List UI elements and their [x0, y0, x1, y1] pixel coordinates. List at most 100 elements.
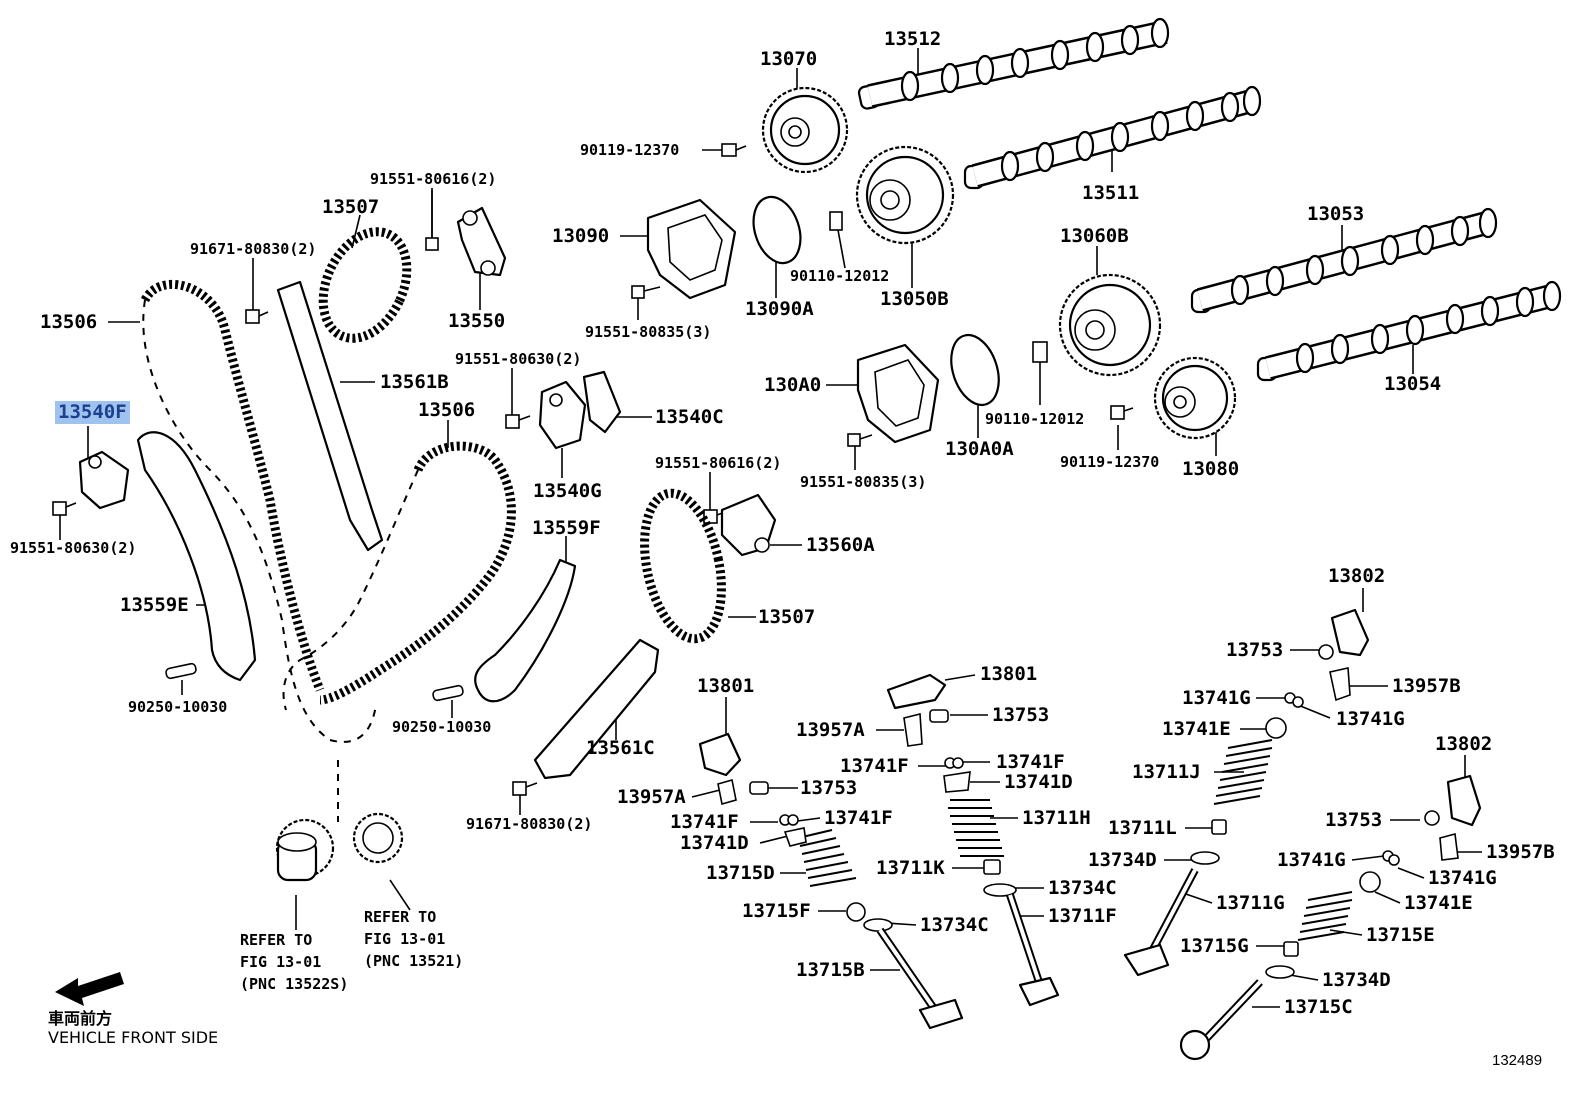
part-label-13802-b[interactable]: 13802: [1435, 733, 1493, 755]
part-label-13741g-a[interactable]: 13741G: [1182, 687, 1251, 709]
part-label-13715c[interactable]: 13715C: [1284, 996, 1353, 1018]
part-label-90250-10030-a[interactable]: 90250-10030: [128, 698, 228, 716]
part-label-13957b-b[interactable]: 13957B: [1486, 841, 1555, 863]
part-label-13050b[interactable]: 13050B: [880, 288, 949, 310]
vehicle-front-side-jp: 車両前方: [48, 1009, 113, 1028]
part-label-13511[interactable]: 13511: [1082, 182, 1140, 204]
part-label-130a0[interactable]: 130A0: [764, 374, 822, 396]
part-label-13715g[interactable]: 13715G: [1180, 935, 1249, 957]
vvt-gear-13080: [1153, 356, 1237, 440]
reference-line: FIG 13-01: [364, 929, 446, 948]
part-label-13802-a[interactable]: 13802: [1328, 565, 1386, 587]
part-label-13560a[interactable]: 13560A: [806, 534, 875, 556]
part-label-13753-d[interactable]: 13753: [1325, 809, 1383, 831]
part-label-90110-12012-a[interactable]: 90110-12012: [790, 267, 890, 285]
part-label-91671-80830-a[interactable]: 91671-80830(2): [190, 240, 317, 258]
part-label-90250-10030-b[interactable]: 90250-10030: [392, 718, 492, 736]
part-label-91551-80630-a[interactable]: 91551-80630(2): [455, 350, 582, 368]
part-label-13090[interactable]: 13090: [552, 225, 610, 247]
part-label-13715e[interactable]: 13715E: [1366, 924, 1435, 946]
part-label-13711f[interactable]: 13711F: [1048, 905, 1117, 927]
part-label-13711h[interactable]: 13711H: [1022, 807, 1091, 829]
part-label-13753-b[interactable]: 13753: [992, 704, 1050, 726]
part-label-13734c-b[interactable]: 13734C: [920, 914, 989, 936]
part-label-13741d-b[interactable]: 13741D: [680, 832, 749, 854]
part-label-13957a-b[interactable]: 13957A: [617, 786, 686, 808]
part-label-13711g[interactable]: 13711G: [1216, 892, 1285, 914]
part-label-13506-b[interactable]: 13506: [418, 399, 476, 421]
part-label-13734d-a[interactable]: 13734D: [1088, 849, 1157, 871]
part-label-13550[interactable]: 13550: [448, 310, 506, 332]
reference-note-13522s[interactable]: REFER TO FIG 13-01 (PNC 13522S): [240, 930, 348, 995]
front-arrow-icon: [55, 972, 124, 1006]
part-label-13741e-a[interactable]: 13741E: [1162, 718, 1231, 740]
part-label-13080[interactable]: 13080: [1182, 458, 1240, 480]
part-label-13741g-c[interactable]: 13741G: [1277, 849, 1346, 871]
part-label-13054[interactable]: 13054: [1384, 373, 1442, 395]
part-label-91671-80830-b[interactable]: 91671-80830(2): [466, 815, 593, 833]
part-label-13070[interactable]: 13070: [760, 48, 818, 70]
guide-13559f: [474, 558, 577, 703]
part-label-13753-c[interactable]: 13753: [800, 777, 858, 799]
part-label-91551-80616-a[interactable]: 91551-80616(2): [370, 170, 497, 188]
part-label-13507-a[interactable]: 13507: [322, 196, 380, 218]
part-label-13540c[interactable]: 13540C: [655, 406, 724, 428]
part-label-13561c[interactable]: 13561C: [586, 737, 655, 759]
guide-13561c: [533, 638, 660, 780]
part-label-13801-a[interactable]: 13801: [697, 675, 755, 697]
part-label-13512[interactable]: 13512: [884, 28, 942, 50]
part-label-13559f[interactable]: 13559F: [532, 517, 601, 539]
part-label-91551-80616-b[interactable]: 91551-80616(2): [655, 454, 782, 472]
part-label-91551-80835-b[interactable]: 91551-80835(3): [800, 473, 927, 491]
part-label-90110-12012-b[interactable]: 90110-12012: [985, 410, 1085, 428]
reference-line: (PNC 13521): [364, 951, 464, 970]
part-label-13957a-a[interactable]: 13957A: [796, 719, 865, 741]
reference-note-13521[interactable]: REFER TO FIG 13-01 (PNC 13521): [364, 907, 463, 972]
part-label-13715d[interactable]: 13715D: [706, 862, 775, 884]
reference-line: REFER TO: [240, 931, 313, 949]
part-label-13801-b[interactable]: 13801: [980, 663, 1038, 685]
part-label-13741d-a[interactable]: 13741D: [1004, 771, 1073, 793]
part-label-130a0a[interactable]: 130A0A: [945, 438, 1014, 460]
part-label-13741e-b[interactable]: 13741E: [1404, 892, 1473, 914]
tensioner-13540g: [538, 380, 587, 450]
timing-chain-13506-left: [140, 279, 377, 743]
camshaft-13053: [1190, 207, 1498, 314]
part-label-13711k[interactable]: 13711K: [876, 857, 945, 879]
part-label-90119-12370-a[interactable]: 90119-12370: [580, 141, 680, 159]
part-label-91551-80835-a[interactable]: 91551-80835(3): [585, 323, 712, 341]
reference-line: FIG 13-01: [240, 952, 322, 971]
part-label-13711l[interactable]: 13711L: [1108, 817, 1177, 839]
part-label-13559e[interactable]: 13559E: [120, 594, 189, 616]
plate-13540c: [582, 370, 622, 434]
part-label-13741g-d[interactable]: 13741G: [1428, 867, 1497, 889]
part-label-13753-a[interactable]: 13753: [1226, 639, 1284, 661]
part-label-13506-a[interactable]: 13506: [40, 311, 98, 333]
part-label-13734d-b[interactable]: 13734D: [1322, 969, 1391, 991]
part-label-13715b[interactable]: 13715B: [796, 959, 865, 981]
part-label-13741f-d[interactable]: 13741F: [824, 807, 893, 829]
part-label-13741f-a[interactable]: 13741F: [840, 755, 909, 777]
vvt-gear-13070: [761, 86, 849, 174]
part-label-13741g-b[interactable]: 13741G: [1336, 708, 1405, 730]
part-label-13741f-c[interactable]: 13741F: [670, 811, 739, 833]
part-label-13957b-a[interactable]: 13957B: [1392, 675, 1461, 697]
part-label-13507-b[interactable]: 13507: [758, 606, 816, 628]
part-label-90119-12370-b[interactable]: 90119-12370: [1060, 453, 1160, 471]
part-label-13711j[interactable]: 13711J: [1132, 761, 1201, 783]
crank-sprocket-13521: [352, 812, 404, 864]
part-label-13540f-highlighted[interactable]: 13540F: [55, 401, 130, 424]
part-label-13741f-b[interactable]: 13741F: [996, 751, 1065, 773]
seal-130a0a: [950, 333, 1000, 407]
part-label-13715f[interactable]: 13715F: [742, 900, 811, 922]
part-label-13540g[interactable]: 13540G: [533, 480, 602, 502]
reference-line: REFER TO: [364, 908, 437, 926]
reference-line: (PNC 13522S): [240, 974, 349, 993]
part-label-13561b[interactable]: 13561B: [380, 371, 449, 393]
part-label-13734c-a[interactable]: 13734C: [1048, 877, 1117, 899]
part-label-13090a[interactable]: 13090A: [745, 298, 814, 320]
part-label-13060b[interactable]: 13060B: [1060, 225, 1129, 247]
part-label-91551-80630-b[interactable]: 91551-80630(2): [10, 539, 137, 557]
part-label-13053[interactable]: 13053: [1307, 203, 1365, 225]
